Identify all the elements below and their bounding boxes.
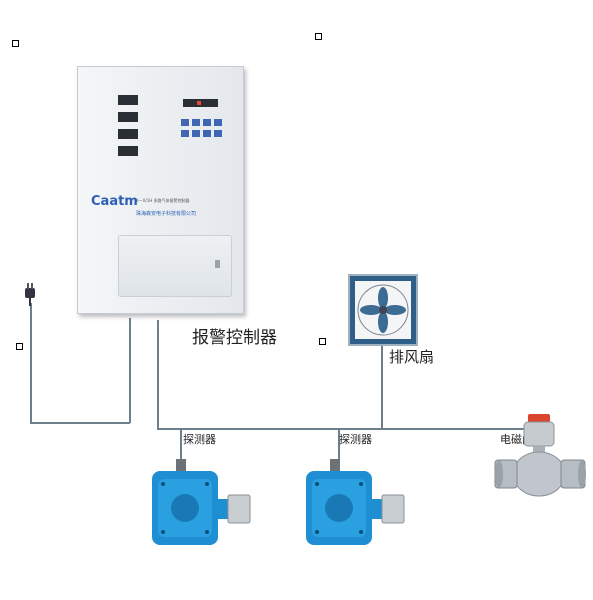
fan-label: 排风扇 [389,348,435,366]
gas-detector-icon [302,459,408,549]
marker-square [319,338,326,345]
front-door [118,235,232,297]
channel-display [118,95,138,105]
gas-detector-icon [148,459,254,549]
signal-bus [157,428,535,430]
exhaust-fan-icon [348,274,418,346]
detector-cable [338,428,340,466]
alarm-controller: Caatm K—X/1H 多路气体报警控制器 珠海森安电子科技有限公司 [77,66,244,314]
door-latch-icon [215,260,220,268]
channel-display [118,146,138,156]
detector-cable [180,428,182,466]
power-plug-icon [22,282,40,306]
signal-bus [157,320,159,428]
keypad [181,119,225,149]
detector-1-label: 探测器 [183,433,216,446]
detector-2-label: 探测器 [339,433,372,446]
main-display [183,99,218,107]
controller-label: 报警控制器 [192,328,277,348]
model-line: K—X/1H 多路气体报警控制器 [136,198,190,203]
solenoid-valve-icon [493,412,588,508]
marker-square [315,33,322,40]
fan-cable [381,340,383,429]
marker-square [16,343,23,350]
brand-logo: Caatm [91,194,138,209]
marker-square [12,40,19,47]
power-cable [129,318,131,423]
channel-display [118,112,138,122]
channel-display [118,129,138,139]
power-cable [30,422,130,424]
company-line: 珠海森安电子科技有限公司 [136,211,197,217]
power-cable [30,303,32,423]
